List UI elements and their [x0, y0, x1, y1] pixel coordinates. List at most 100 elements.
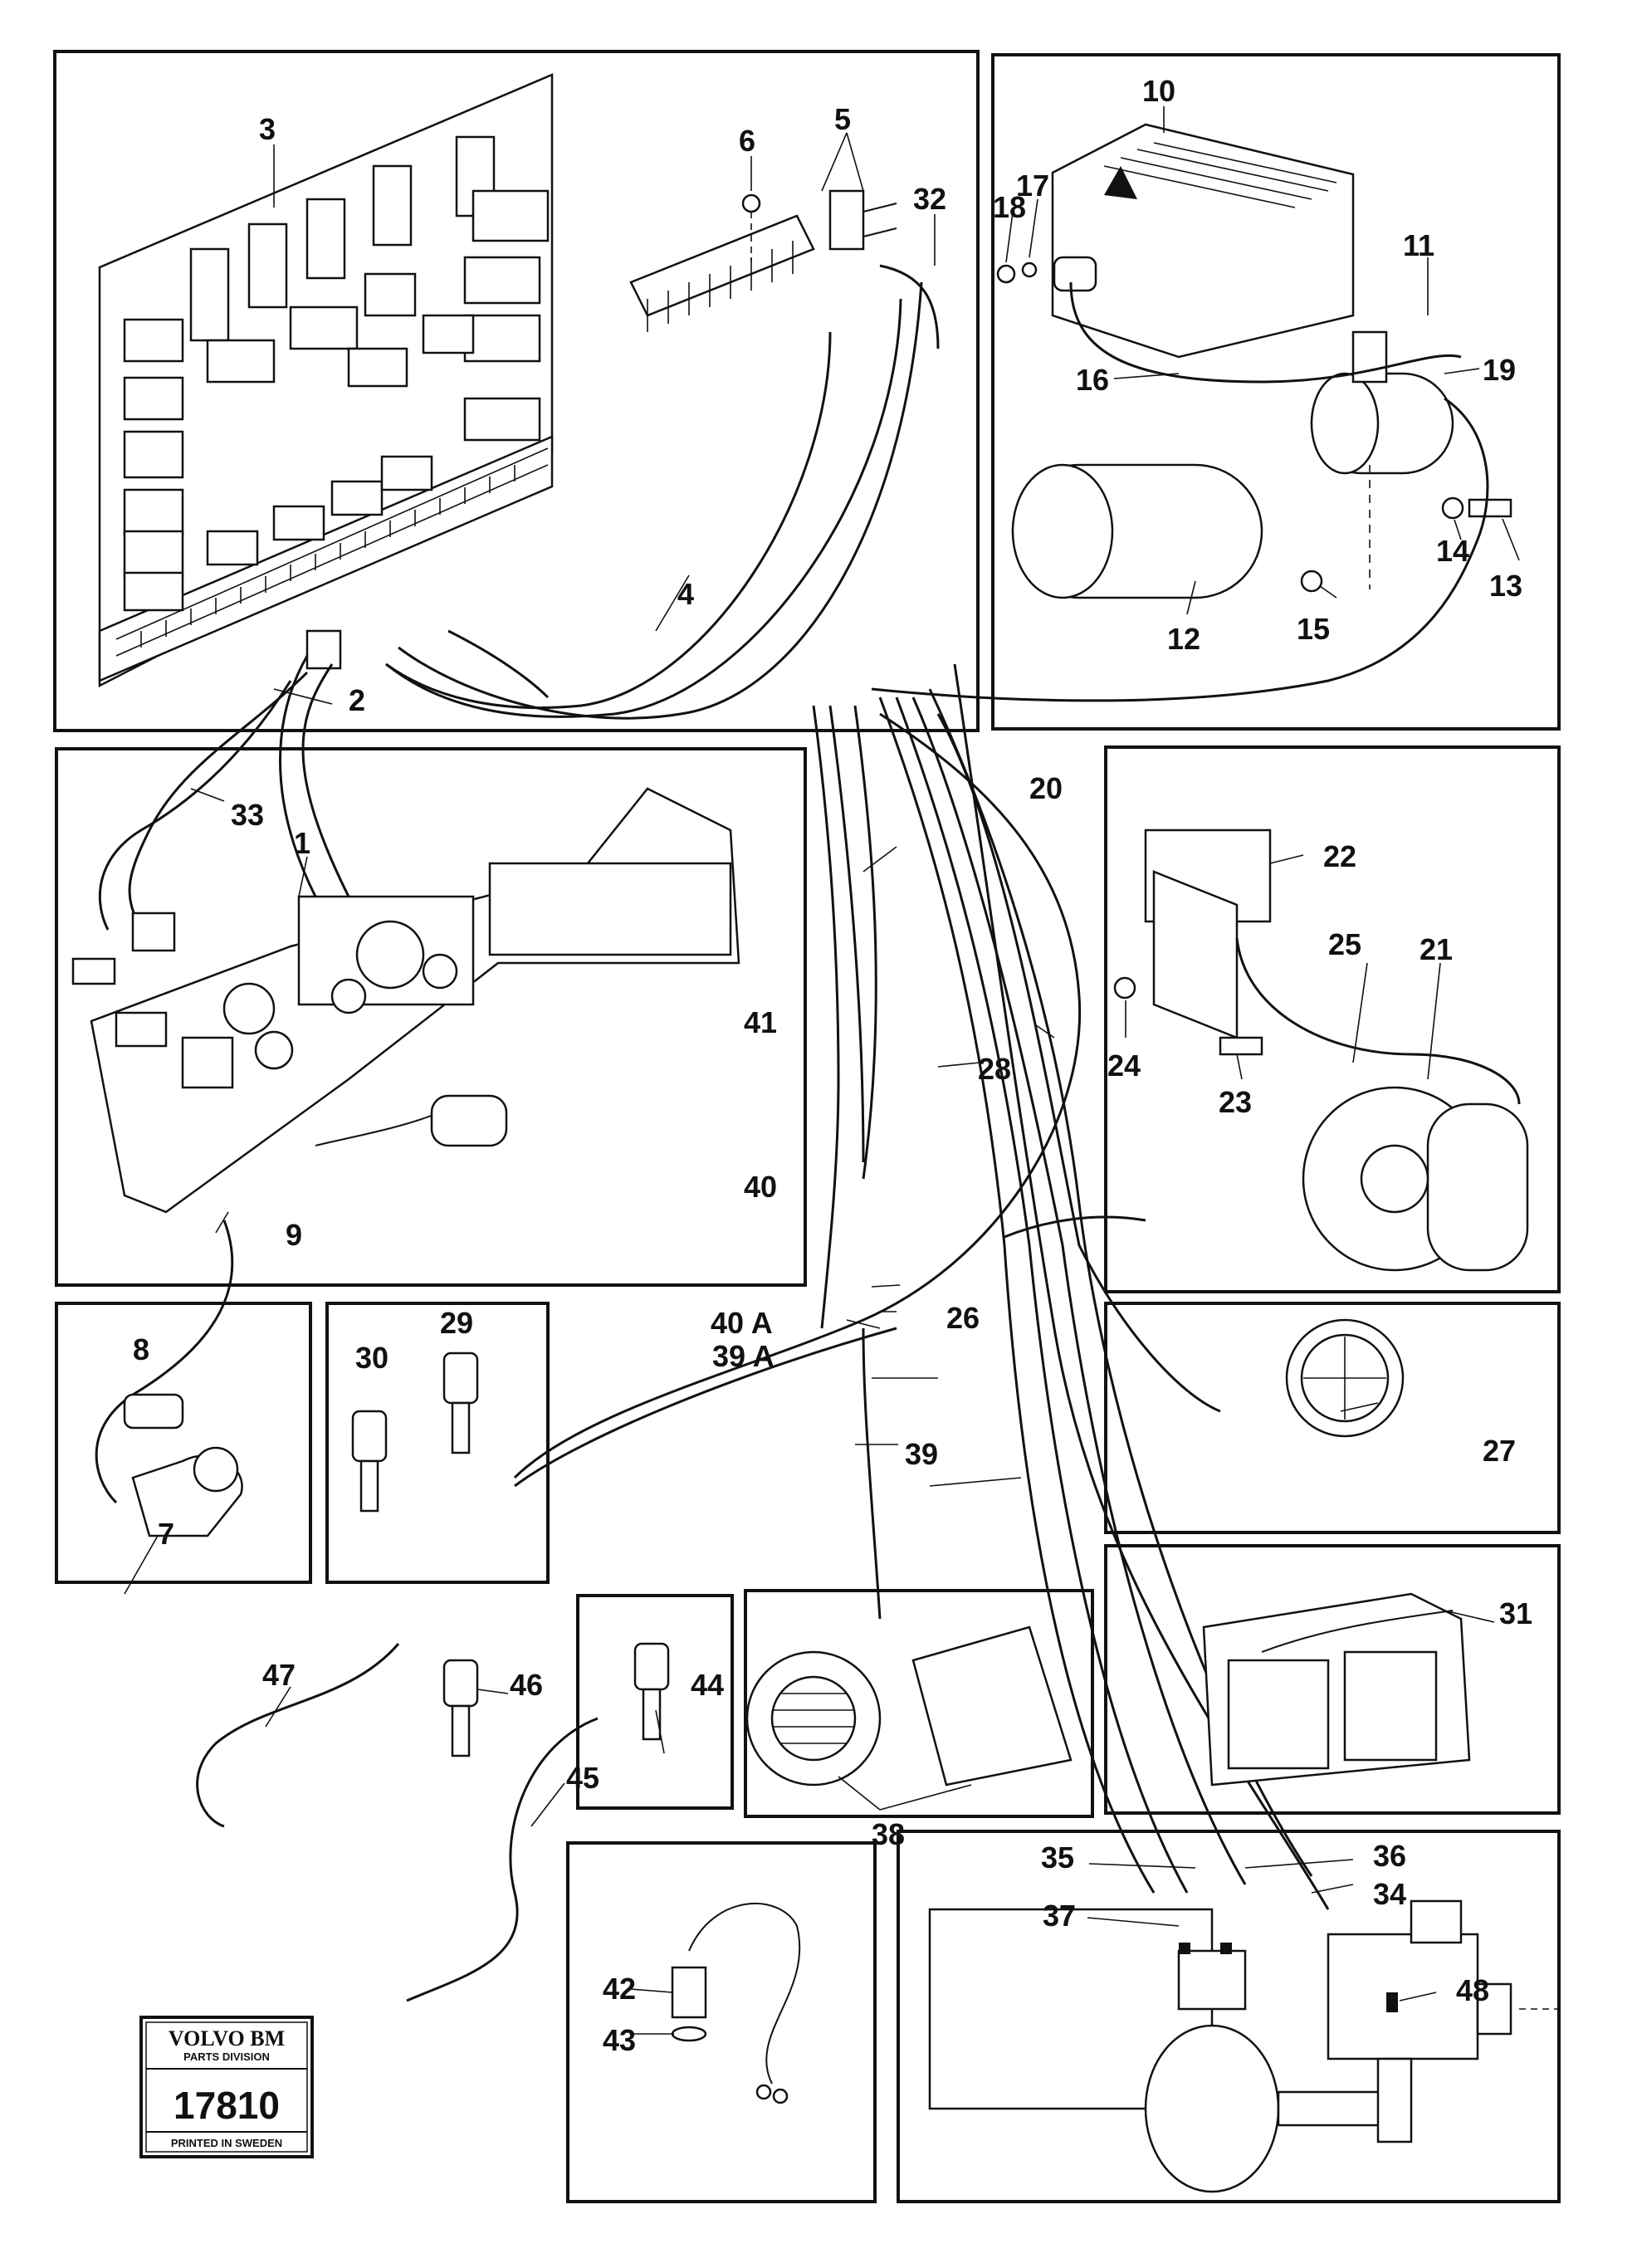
panel-alternator [1104, 745, 1561, 1293]
callout-15: 15 [1297, 612, 1330, 646]
callout-31: 31 [1499, 1596, 1532, 1630]
panel-lambda [566, 1841, 877, 2203]
callout-28: 28 [978, 1052, 1011, 1086]
relay-box [1051, 123, 1355, 359]
terminal-cover [828, 189, 865, 251]
callout-5: 5 [834, 102, 851, 136]
board-connector [305, 629, 342, 670]
screw [741, 193, 761, 213]
callout-7: 7 [158, 1517, 174, 1551]
switch-assembly [123, 1393, 243, 1537]
sensor-29 [442, 1352, 479, 1405]
stamp-division: PARTS DIVISION [183, 2050, 270, 2063]
washer-17 [1021, 262, 1038, 278]
relay-blocks [123, 135, 550, 612]
cab-assembly [1202, 1592, 1471, 1787]
sensor-42 [671, 1966, 707, 2019]
panel-fuse-board [53, 50, 980, 732]
nut-24 [1113, 976, 1136, 1000]
callout-42: 42 [603, 1972, 636, 2006]
callout-19: 19 [1483, 353, 1516, 387]
starter-assembly [871, 123, 1512, 702]
horn-assembly [745, 1625, 1073, 1787]
panel-transmission [897, 1830, 1561, 2203]
callout-35: 35 [1041, 1840, 1074, 1875]
screw-23 [1219, 1036, 1263, 1056]
arrow-mark [1104, 166, 1137, 199]
callout-22: 22 [1323, 839, 1356, 873]
callout-45: 45 [566, 1761, 599, 1795]
callout-20: 20 [1029, 771, 1063, 805]
callout-30: 30 [355, 1341, 388, 1375]
connector-33 [131, 912, 176, 952]
callout-40a: 40 A [711, 1306, 773, 1340]
display [115, 1011, 168, 1048]
callout-4: 4 [677, 577, 694, 611]
callout-33: 33 [231, 798, 264, 832]
leader-lines [124, 106, 1520, 2035]
callout-27: 27 [1483, 1434, 1516, 1468]
panel-starter [991, 53, 1561, 731]
callout-29: 29 [440, 1306, 473, 1340]
sensor-44-46 [442, 1642, 670, 1757]
dashboard-assembly [71, 680, 740, 1504]
callout-48: 48 [1456, 1973, 1489, 2007]
callout-43: 43 [603, 2023, 636, 2057]
callout-46: 46 [510, 1668, 543, 1702]
panel-frames [53, 50, 1561, 2203]
stalk-switch [430, 1094, 508, 1147]
sensor-panel [351, 1327, 897, 1513]
callout-11: 11 [1403, 228, 1434, 262]
callout-numbers: 3 6 5 32 10 17 18 11 19 16 12 15 14 13 4… [133, 74, 1532, 2057]
panel-sensor-44 [576, 1594, 734, 1810]
callout-44: 44 [691, 1668, 724, 1702]
lambda-sensor [671, 1903, 801, 2104]
panel-dashboard [55, 747, 807, 1287]
alternator-assembly [1113, 829, 1529, 1272]
callout-32: 32 [913, 182, 946, 216]
fuse-board-assembly [98, 73, 554, 688]
callout-16: 16 [1076, 363, 1109, 397]
callout-25: 25 [1328, 927, 1361, 961]
stamp-number: 17810 [173, 2084, 280, 2127]
sensor-46 [442, 1659, 479, 1708]
bracket [1351, 330, 1388, 384]
sensor-44 [633, 1642, 670, 1691]
panel-lamp [1104, 1302, 1561, 1534]
callout-12: 12 [1167, 622, 1200, 656]
callout-23: 23 [1219, 1085, 1252, 1119]
harness-wires [128, 264, 1330, 2002]
horn-relay [911, 1625, 1073, 1787]
panel-sensors [325, 1302, 550, 1584]
parts-division-stamp: VOLVO BM PARTS DIVISION 17810 PRINTED IN… [139, 2016, 314, 2158]
callout-1: 1 [294, 826, 310, 860]
transmission-assembly [928, 1899, 1561, 2193]
nut-15 [1300, 569, 1323, 593]
sensor-48 [1386, 1992, 1398, 2012]
callout-39: 39 [905, 1437, 938, 1471]
fuse-strip [98, 435, 554, 682]
callout-41: 41 [744, 1005, 777, 1039]
washer-14 [1441, 496, 1464, 520]
stalk-lever [315, 1112, 441, 1146]
screw-8 [123, 1393, 184, 1430]
callout-2: 2 [349, 683, 365, 717]
callout-47: 47 [262, 1658, 296, 1692]
callout-26: 26 [946, 1301, 980, 1335]
panel-switch [55, 1302, 312, 1584]
fuse-row [115, 447, 549, 657]
callout-8: 8 [133, 1332, 149, 1366]
callout-6: 6 [739, 124, 755, 158]
callout-38: 38 [872, 1817, 905, 1851]
nut-18 [996, 264, 1016, 284]
bolt-13 [1468, 498, 1512, 518]
callout-40: 40 [744, 1170, 777, 1204]
lamp-assembly [1285, 1318, 1405, 1438]
connector-33b [71, 957, 116, 985]
solenoid-body [1053, 256, 1097, 292]
callout-37: 37 [1043, 1899, 1076, 1933]
panel-horn [744, 1589, 1094, 1818]
washer-43 [671, 2026, 707, 2042]
coupling [1177, 1949, 1247, 2011]
